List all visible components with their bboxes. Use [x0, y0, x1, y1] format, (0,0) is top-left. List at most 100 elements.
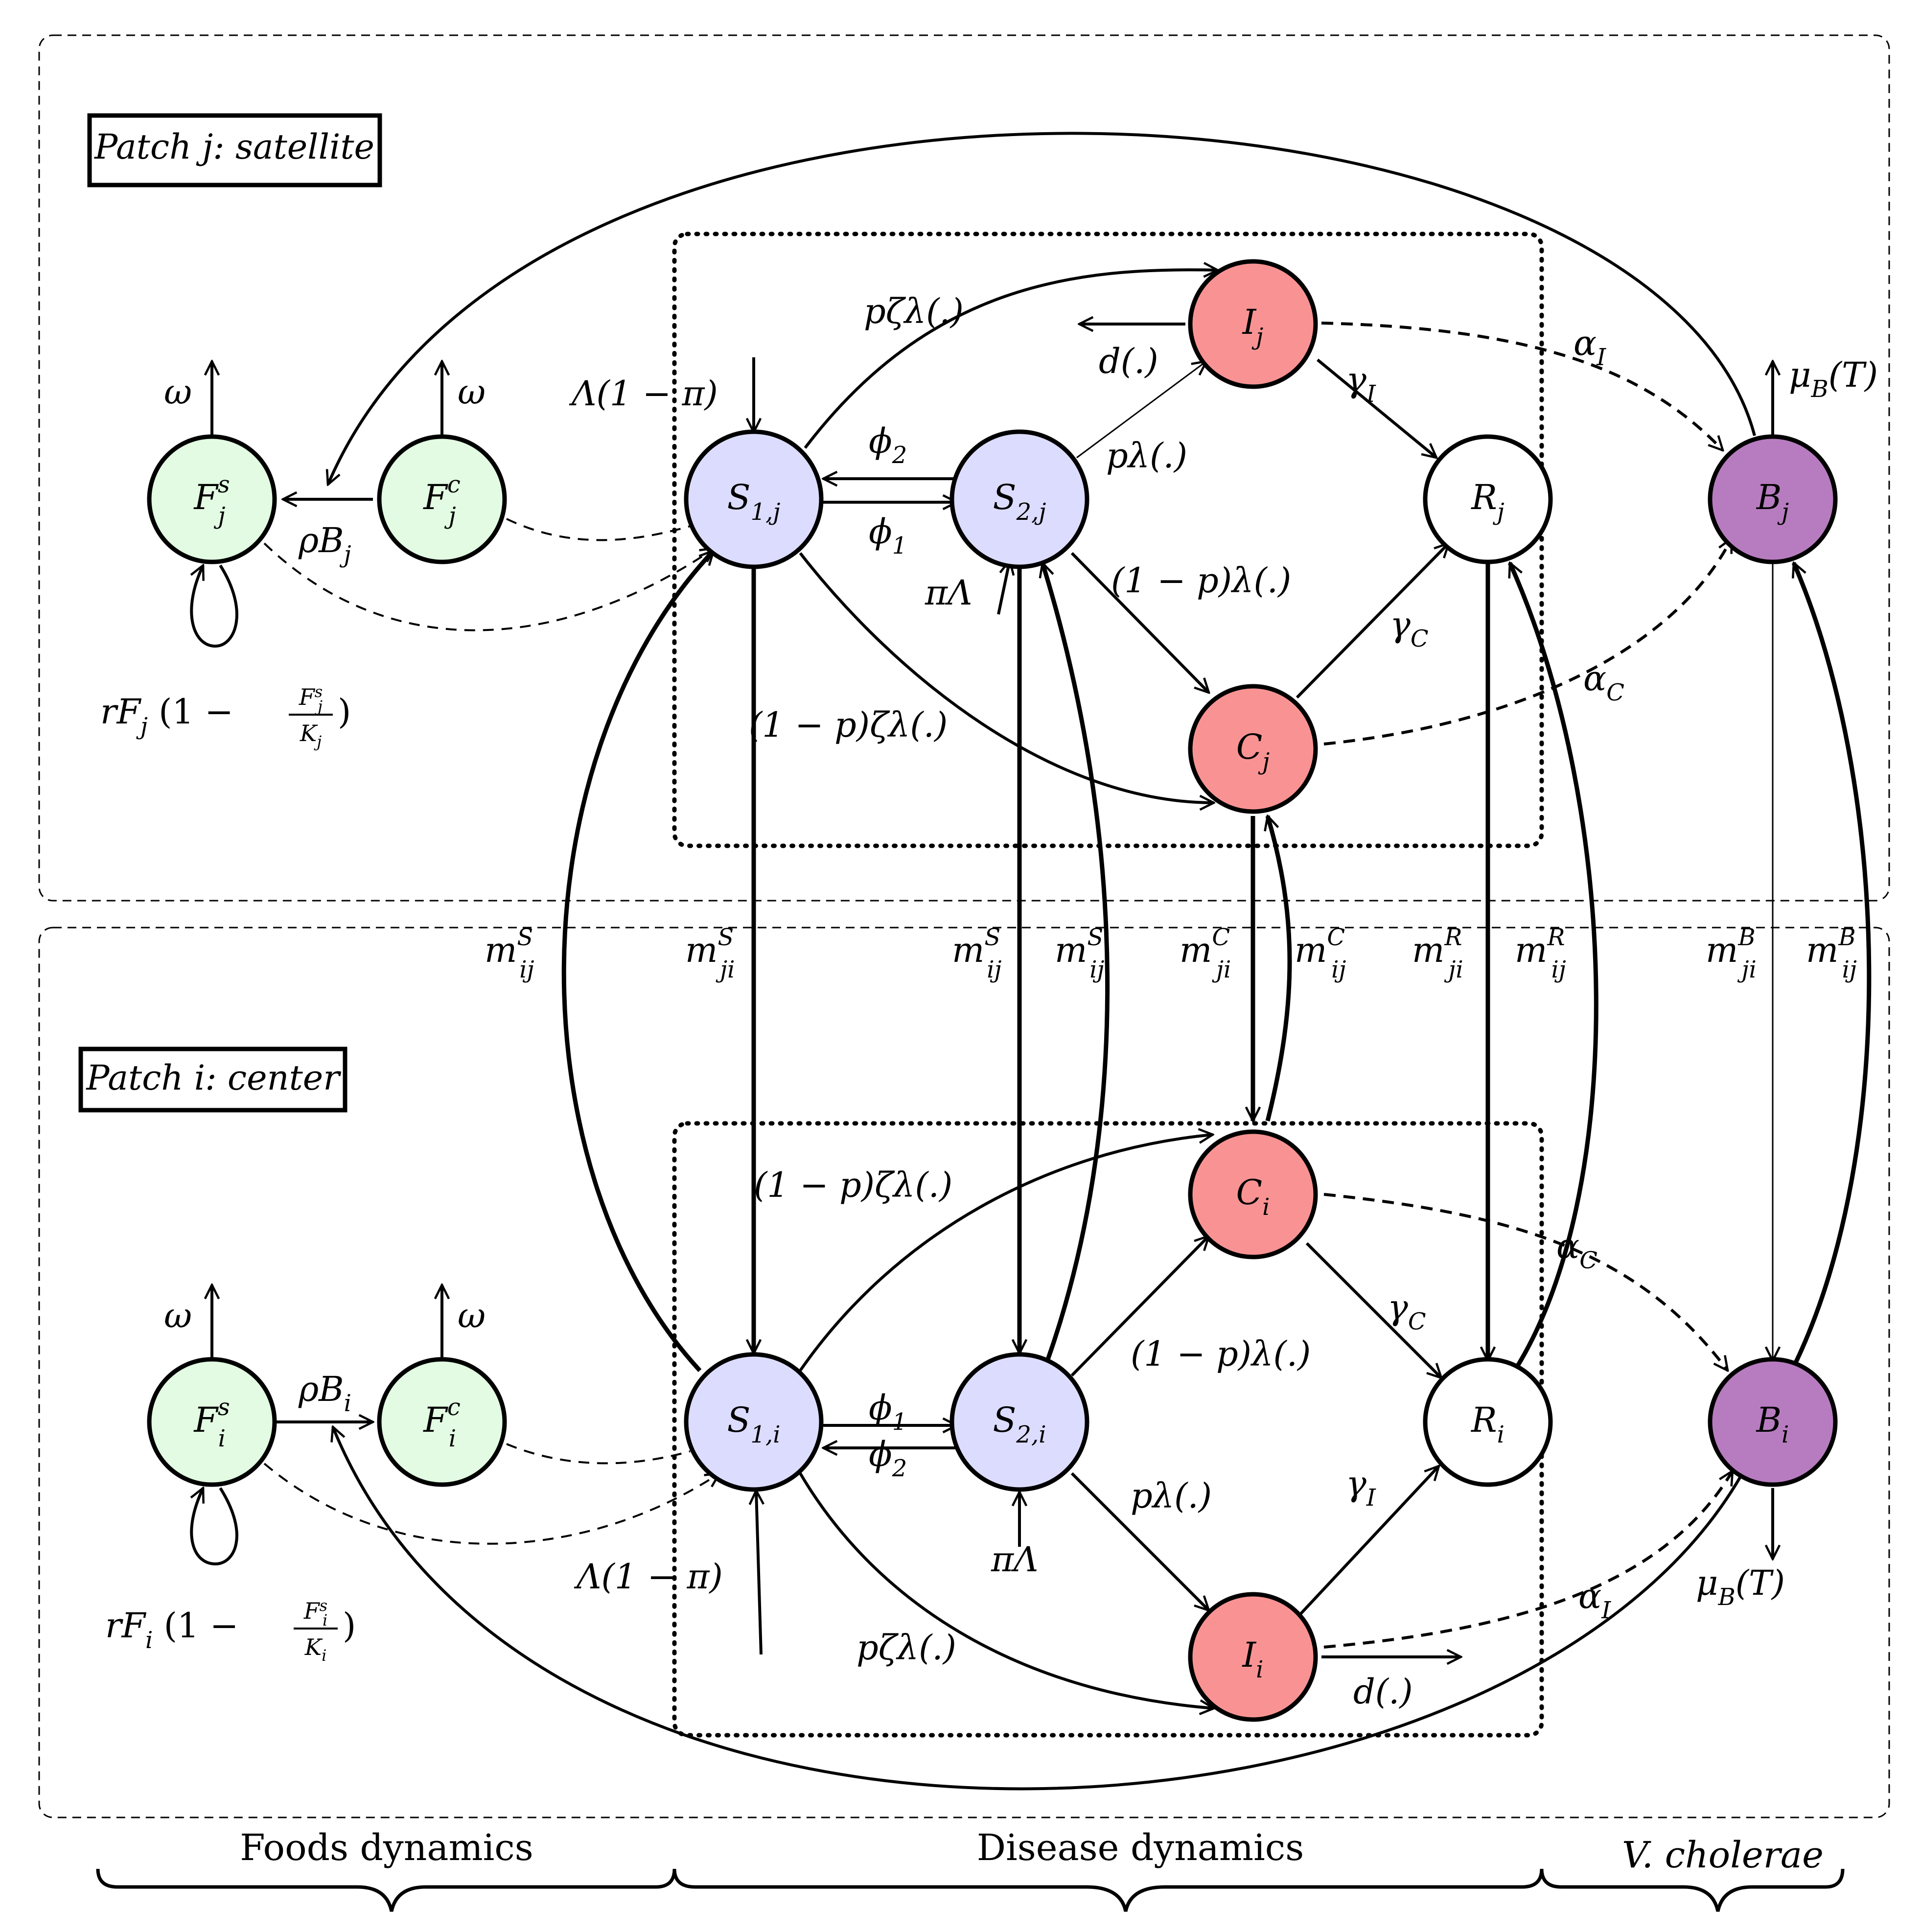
- patch-j-label: Patch j: satellite: [87, 113, 382, 187]
- alpha-i-label-top: αI: [1574, 323, 1606, 371]
- edge-s2i-ii: [1070, 1472, 1209, 1610]
- section-bacteria-label: V. cholerae: [1622, 1834, 1824, 1876]
- edge-fsi-s1i-dashed: [263, 1463, 719, 1545]
- edge-ci-ri: [1305, 1242, 1441, 1378]
- omega-label-fsi: ω: [164, 1296, 192, 1336]
- node-circle: [684, 1352, 824, 1492]
- recruit-label-bottom: Λ(1 − π): [574, 1557, 723, 1597]
- node-i-j: Ij: [1188, 259, 1318, 389]
- node-s2-i: S2,i: [949, 1352, 1089, 1492]
- svg-text:Kj: Kj: [300, 720, 322, 751]
- edge-bi-fsi: [333, 1427, 1744, 1791]
- svg-text:rFj (1 −: rFj (1 −: [100, 692, 233, 740]
- section-foods-label: Foods dynamics: [240, 1827, 533, 1869]
- mu-b-label-bottom: μB(T): [1696, 1563, 1785, 1611]
- node-circle: [1188, 1129, 1318, 1259]
- omega-label-fci: ω: [458, 1296, 486, 1336]
- edge-fsj-s1j-dashed: [263, 542, 715, 631]
- node-circle: [1188, 259, 1318, 389]
- phi1-label-bottom: ϕ1: [869, 1388, 907, 1436]
- death-label-bottom: d(.): [1353, 1672, 1413, 1712]
- edge-bj-fsj: [328, 132, 1756, 485]
- edge-ci-bi-dashed: [1323, 1193, 1728, 1371]
- edge-s1i-ii: [799, 1472, 1214, 1708]
- svg-text:Patch j: satellite: Patch j: satellite: [93, 127, 374, 167]
- edge-ii-ri: [1296, 1466, 1439, 1619]
- edge-s1j-ij: [804, 270, 1218, 449]
- omega-label-fsj: ω: [164, 372, 192, 412]
- brace-foods: [96, 1868, 676, 1912]
- node-circle: [949, 1352, 1089, 1492]
- node-circle: [1423, 434, 1553, 564]
- node-r-j: Rj: [1423, 434, 1553, 564]
- section-braces: Foods dynamics Disease dynamics V. chole…: [96, 1827, 1845, 1912]
- node-s1-j: S1,j: [684, 429, 824, 569]
- node-circle: [1423, 1357, 1553, 1487]
- node-circle: [1188, 1592, 1318, 1722]
- one-minus-p-lambda-label-top: (1 − p)λ(.): [1111, 560, 1291, 601]
- edge-fci-s1i-dashed: [506, 1443, 691, 1465]
- node-b-i: Bi: [1708, 1357, 1838, 1487]
- patch-i-label: Patch i: center: [78, 1047, 347, 1113]
- svg-text:Ki: Ki: [304, 1634, 327, 1665]
- node-circle: [1188, 684, 1318, 814]
- node-circle: [949, 429, 1089, 569]
- one-minus-p-lambda-label-bottom: (1 − p)λ(.): [1131, 1334, 1311, 1374]
- mu-b-label-top: μB(T): [1789, 355, 1878, 403]
- node-label: S2,j: [993, 477, 1046, 526]
- svg-text:): ): [338, 692, 351, 732]
- edge-mig-bi-bj: [1791, 563, 1872, 1368]
- node-s2-j: S2,j: [949, 429, 1089, 569]
- node-label: Bi: [1756, 1400, 1789, 1448]
- node-circle: [1708, 1357, 1838, 1487]
- gamma-c-label-top: γC: [1390, 605, 1429, 652]
- node-s1-i: S1,i: [684, 1352, 824, 1492]
- edge-mig-ci-cj: [1268, 816, 1292, 1122]
- node-label: Cj: [1236, 727, 1270, 775]
- node-label: Ri: [1470, 1400, 1504, 1448]
- patch-j-container: [38, 34, 1890, 902]
- edge-fsj-self-loop: [190, 565, 238, 648]
- one-minus-p-zeta-lambda-label-bottom: (1 − p)ζλ(.): [754, 1165, 952, 1205]
- edge-ij-rj: [1317, 358, 1436, 458]
- edge-s2i-ci: [1070, 1236, 1209, 1377]
- node-label: S1,j: [727, 477, 781, 526]
- edge-mig-s2i-s2j: [1042, 563, 1110, 1362]
- pi-lambda-label-top: πΛ: [925, 573, 972, 613]
- disease-box-j: [672, 232, 1544, 848]
- node-r-i: Ri: [1423, 1357, 1553, 1487]
- edge-s1i-ci: [799, 1135, 1213, 1372]
- edge-mig-ri-rj: [1507, 563, 1598, 1379]
- alpha-c-label-top: αC: [1583, 658, 1624, 706]
- svg-text:Fsj: Fsj: [299, 682, 323, 716]
- section-disease-label: Disease dynamics: [977, 1827, 1304, 1869]
- node-label: Ij: [1242, 302, 1264, 350]
- pi-lambda-label-bottom: πΛ: [991, 1539, 1039, 1580]
- p-zeta-lambda-label-bottom: pζλ(.): [856, 1628, 956, 1668]
- svg-text:Fsi: Fsi: [303, 1596, 328, 1629]
- node-circle: [684, 429, 824, 569]
- node-circle: [377, 1357, 507, 1487]
- gamma-i-label-top: γI: [1346, 360, 1376, 408]
- node-c-j: Cj: [1188, 684, 1318, 814]
